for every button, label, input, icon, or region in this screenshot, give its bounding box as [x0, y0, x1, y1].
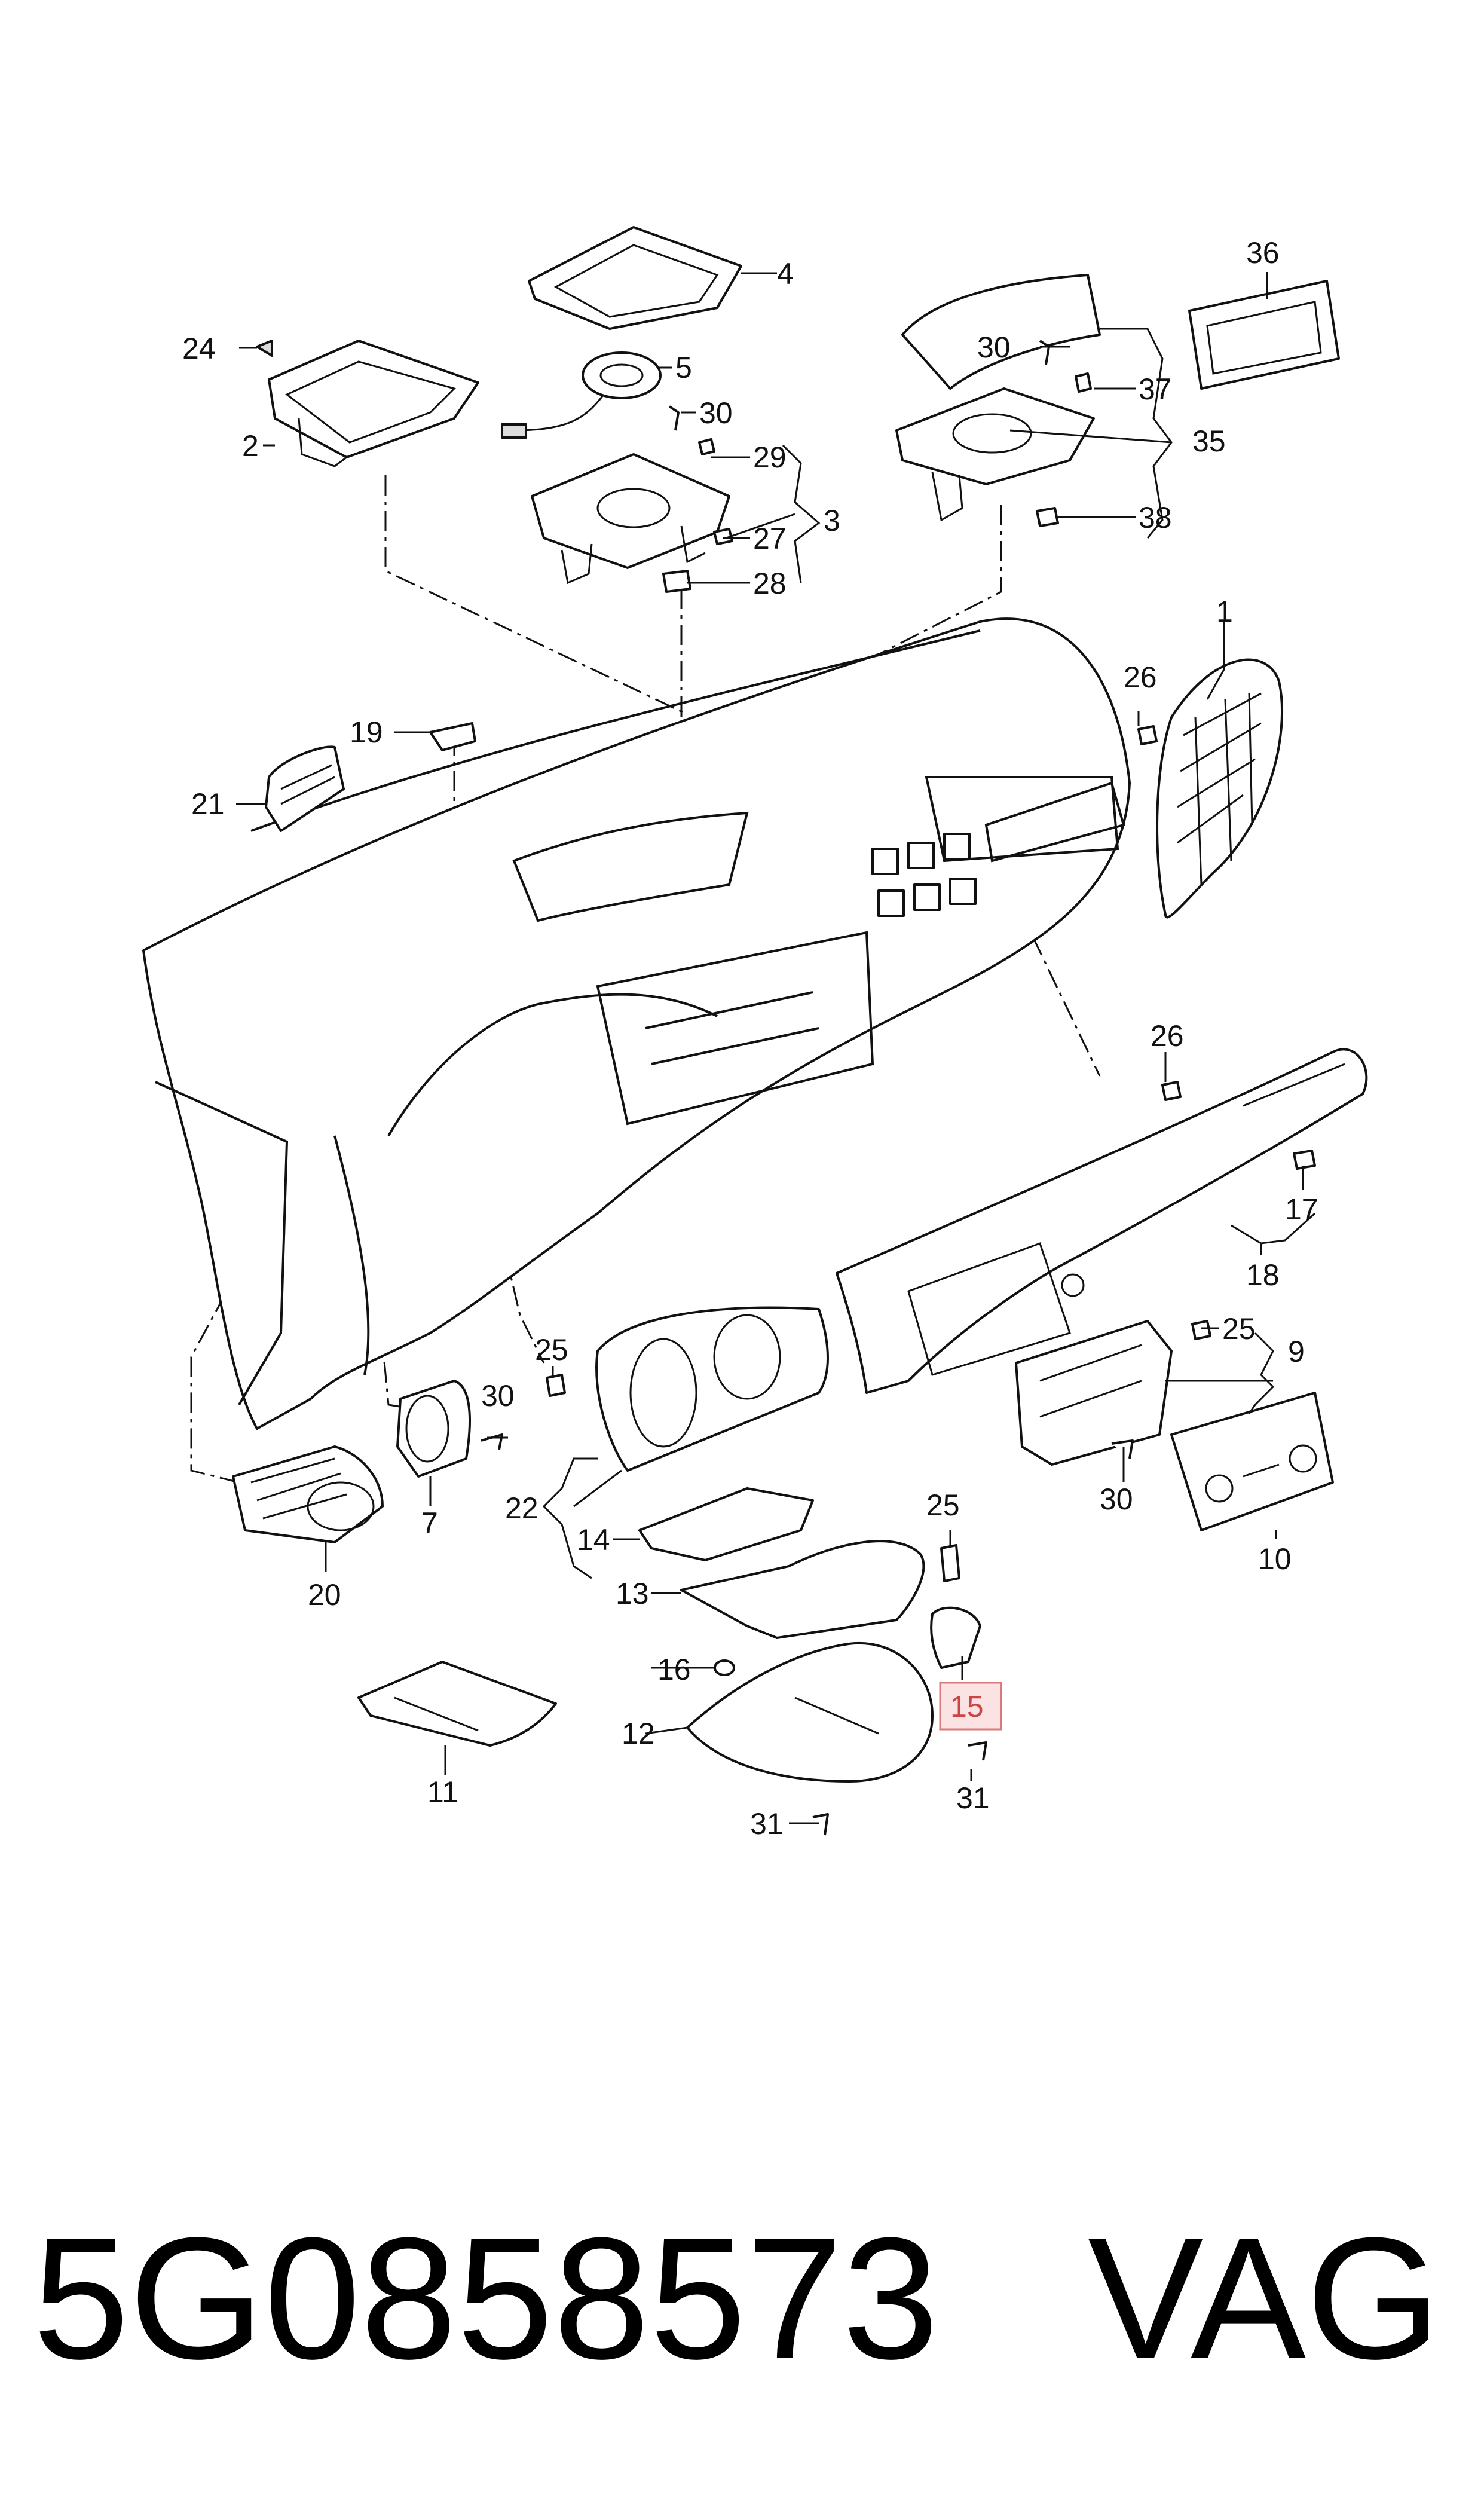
callout-25a: 25 — [1222, 1312, 1256, 1346]
display-frame — [1188, 280, 1340, 390]
speaker-bracket-left — [531, 453, 730, 585]
speaker-bracket-right — [895, 274, 1101, 522]
callout-35: 35 — [1192, 424, 1226, 458]
callout-36: 36 — [1246, 236, 1280, 270]
callouts: 4 5 30 29 27 3 28 24 2 36 30 37 35 38 1 … — [182, 236, 1318, 1841]
brand-label: VAG — [1088, 2202, 1441, 2395]
footer: 5G0858573 VAG — [33, 2202, 1441, 2395]
cap-clip — [429, 722, 476, 751]
callout-2: 2 — [242, 429, 259, 463]
callout-1: 1 — [1216, 595, 1233, 628]
side-trim-panel — [1156, 658, 1283, 919]
callout-31b: 31 — [750, 1807, 784, 1841]
callout-30b: 30 — [977, 331, 1011, 364]
callout-12: 12 — [622, 1717, 655, 1750]
callout-28: 28 — [753, 567, 787, 600]
callout-30d: 30 — [481, 1379, 515, 1413]
column-bracket — [930, 1606, 981, 1669]
air-vent-lower — [232, 1445, 384, 1543]
callout-24: 24 — [182, 332, 216, 365]
callout-11: 11 — [427, 1775, 458, 1809]
steering-column-upper-shroud — [680, 1540, 925, 1639]
callout-3: 3 — [824, 504, 840, 537]
top-cover — [528, 226, 742, 330]
callout-30c: 30 — [1100, 1482, 1133, 1516]
callout-13: 13 — [616, 1577, 649, 1610]
callout-22: 22 — [505, 1491, 538, 1525]
callout-20: 20 — [308, 1578, 341, 1612]
highlight-box — [939, 1682, 1002, 1731]
knee-panel-cover — [357, 1661, 557, 1747]
callout-10: 10 — [1258, 1542, 1292, 1576]
callout-18: 18 — [1246, 1258, 1280, 1292]
callout-37: 37 — [1139, 372, 1172, 406]
speaker — [501, 351, 662, 439]
callout-19: 19 — [350, 716, 383, 749]
callout-16: 16 — [657, 1653, 691, 1686]
callout-4: 4 — [777, 257, 794, 291]
callout-38: 38 — [1139, 501, 1172, 534]
callout-27: 27 — [753, 522, 787, 555]
callout-26b: 26 — [1151, 1019, 1184, 1053]
storage-tray-left — [268, 340, 479, 467]
climate-control-panel — [1170, 1392, 1334, 1531]
callout-31a: 31 — [956, 1781, 990, 1815]
vent-housing — [396, 1380, 471, 1478]
dashboard-body — [142, 617, 1131, 1430]
callout-26a: 26 — [1124, 661, 1157, 694]
callout-leaders — [236, 272, 1316, 1824]
callout-30a: 30 — [699, 396, 733, 430]
air-vent-left — [265, 745, 345, 832]
instrument-cluster-housing — [595, 1306, 829, 1472]
trim-strip — [836, 1048, 1368, 1394]
callout-5: 5 — [675, 351, 692, 384]
callout-9: 9 — [1288, 1335, 1305, 1368]
steering-column-lower-shroud — [686, 1641, 934, 1783]
callout-15: 15 — [950, 1690, 984, 1723]
callout-14: 14 — [577, 1523, 610, 1557]
callout-25b: 25 — [535, 1333, 568, 1366]
callout-7: 7 — [421, 1506, 438, 1540]
control-module — [1015, 1320, 1173, 1466]
callout-17: 17 — [1285, 1193, 1318, 1226]
upper-column-cover — [638, 1487, 814, 1561]
part-number: 5G0858573 — [33, 2202, 939, 2395]
callout-29: 29 — [753, 441, 787, 474]
callout-21: 21 — [191, 787, 225, 821]
callout-25c: 25 — [926, 1488, 960, 1522]
